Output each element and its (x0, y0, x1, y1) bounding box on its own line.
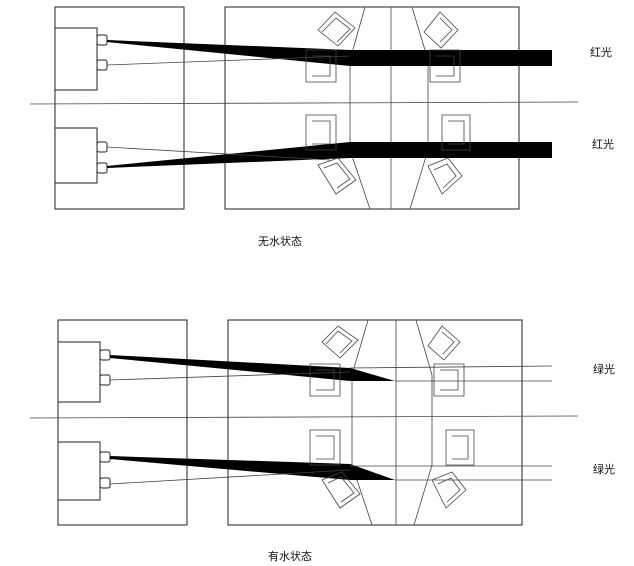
beam-lower-ray (106, 146, 331, 161)
emitter-lens-upper-b (99, 374, 111, 386)
prism-outline-left (349, 6, 371, 210)
emitter-lens-lower-b (96, 162, 108, 174)
diagram-caption-wet: 有水状态 (268, 549, 312, 563)
bracket-ll2 (321, 471, 361, 509)
bracket-lr (441, 114, 471, 151)
emitter-lens-lower-a (99, 451, 111, 463)
emitter-lens-upper-b (96, 59, 108, 71)
emitter-lens-lower-b (99, 477, 111, 489)
bracket-ul (321, 325, 359, 359)
bracket-ul (317, 11, 356, 47)
beam-upper (110, 355, 395, 381)
bracket-ll (309, 429, 341, 466)
bracket-ur (427, 325, 461, 361)
bracket-ul2 (309, 363, 341, 397)
beam-upper-ray (106, 55, 351, 66)
bracket-lr (445, 429, 475, 466)
emitter-box-lower (54, 127, 98, 184)
bracket-ur2 (433, 363, 465, 397)
right-housing (224, 6, 520, 210)
bracket-ll (305, 114, 337, 151)
diagram-caption-dry: 无水状态 (258, 234, 302, 248)
left-housing (57, 319, 188, 526)
beam-lower (107, 142, 552, 168)
emitter-box-lower (57, 441, 101, 501)
center-axis (29, 101, 579, 105)
right-housing (227, 319, 523, 526)
bracket-ll2 (317, 157, 357, 195)
prism-outline-right (413, 319, 433, 526)
beam-label-lower: 红光 (592, 137, 614, 151)
emitter-lens-upper-a (99, 349, 111, 361)
center-axis (29, 415, 579, 419)
emitter-box-upper (54, 27, 98, 91)
diagram-wet-state: 绿光 绿光 有水状态 (29, 319, 615, 563)
emitter-lens-upper-a (96, 34, 108, 46)
bracket-ur2 (429, 49, 461, 83)
beam-upper-out-b (349, 365, 553, 369)
beam-upper (107, 40, 552, 66)
beam-lower (110, 456, 395, 480)
bracket-ur (423, 11, 459, 49)
beam-lower-ray (109, 469, 351, 485)
bracket-lr2 (427, 157, 463, 195)
prism-outline-left (351, 319, 373, 526)
emitter-lens-lower-a (96, 141, 108, 153)
bracket-ul2 (305, 49, 337, 83)
bracket-lr2 (431, 471, 467, 509)
prism-outline-right (409, 6, 429, 210)
beam-label-upper: 绿光 (593, 362, 615, 376)
beam-label-upper: 红光 (590, 45, 612, 59)
left-housing (54, 6, 185, 210)
diagram-dry-state: 红光 红光 无水状态 (29, 6, 614, 248)
beam-label-lower: 绿光 (593, 462, 615, 476)
emitter-box-upper (57, 341, 101, 403)
